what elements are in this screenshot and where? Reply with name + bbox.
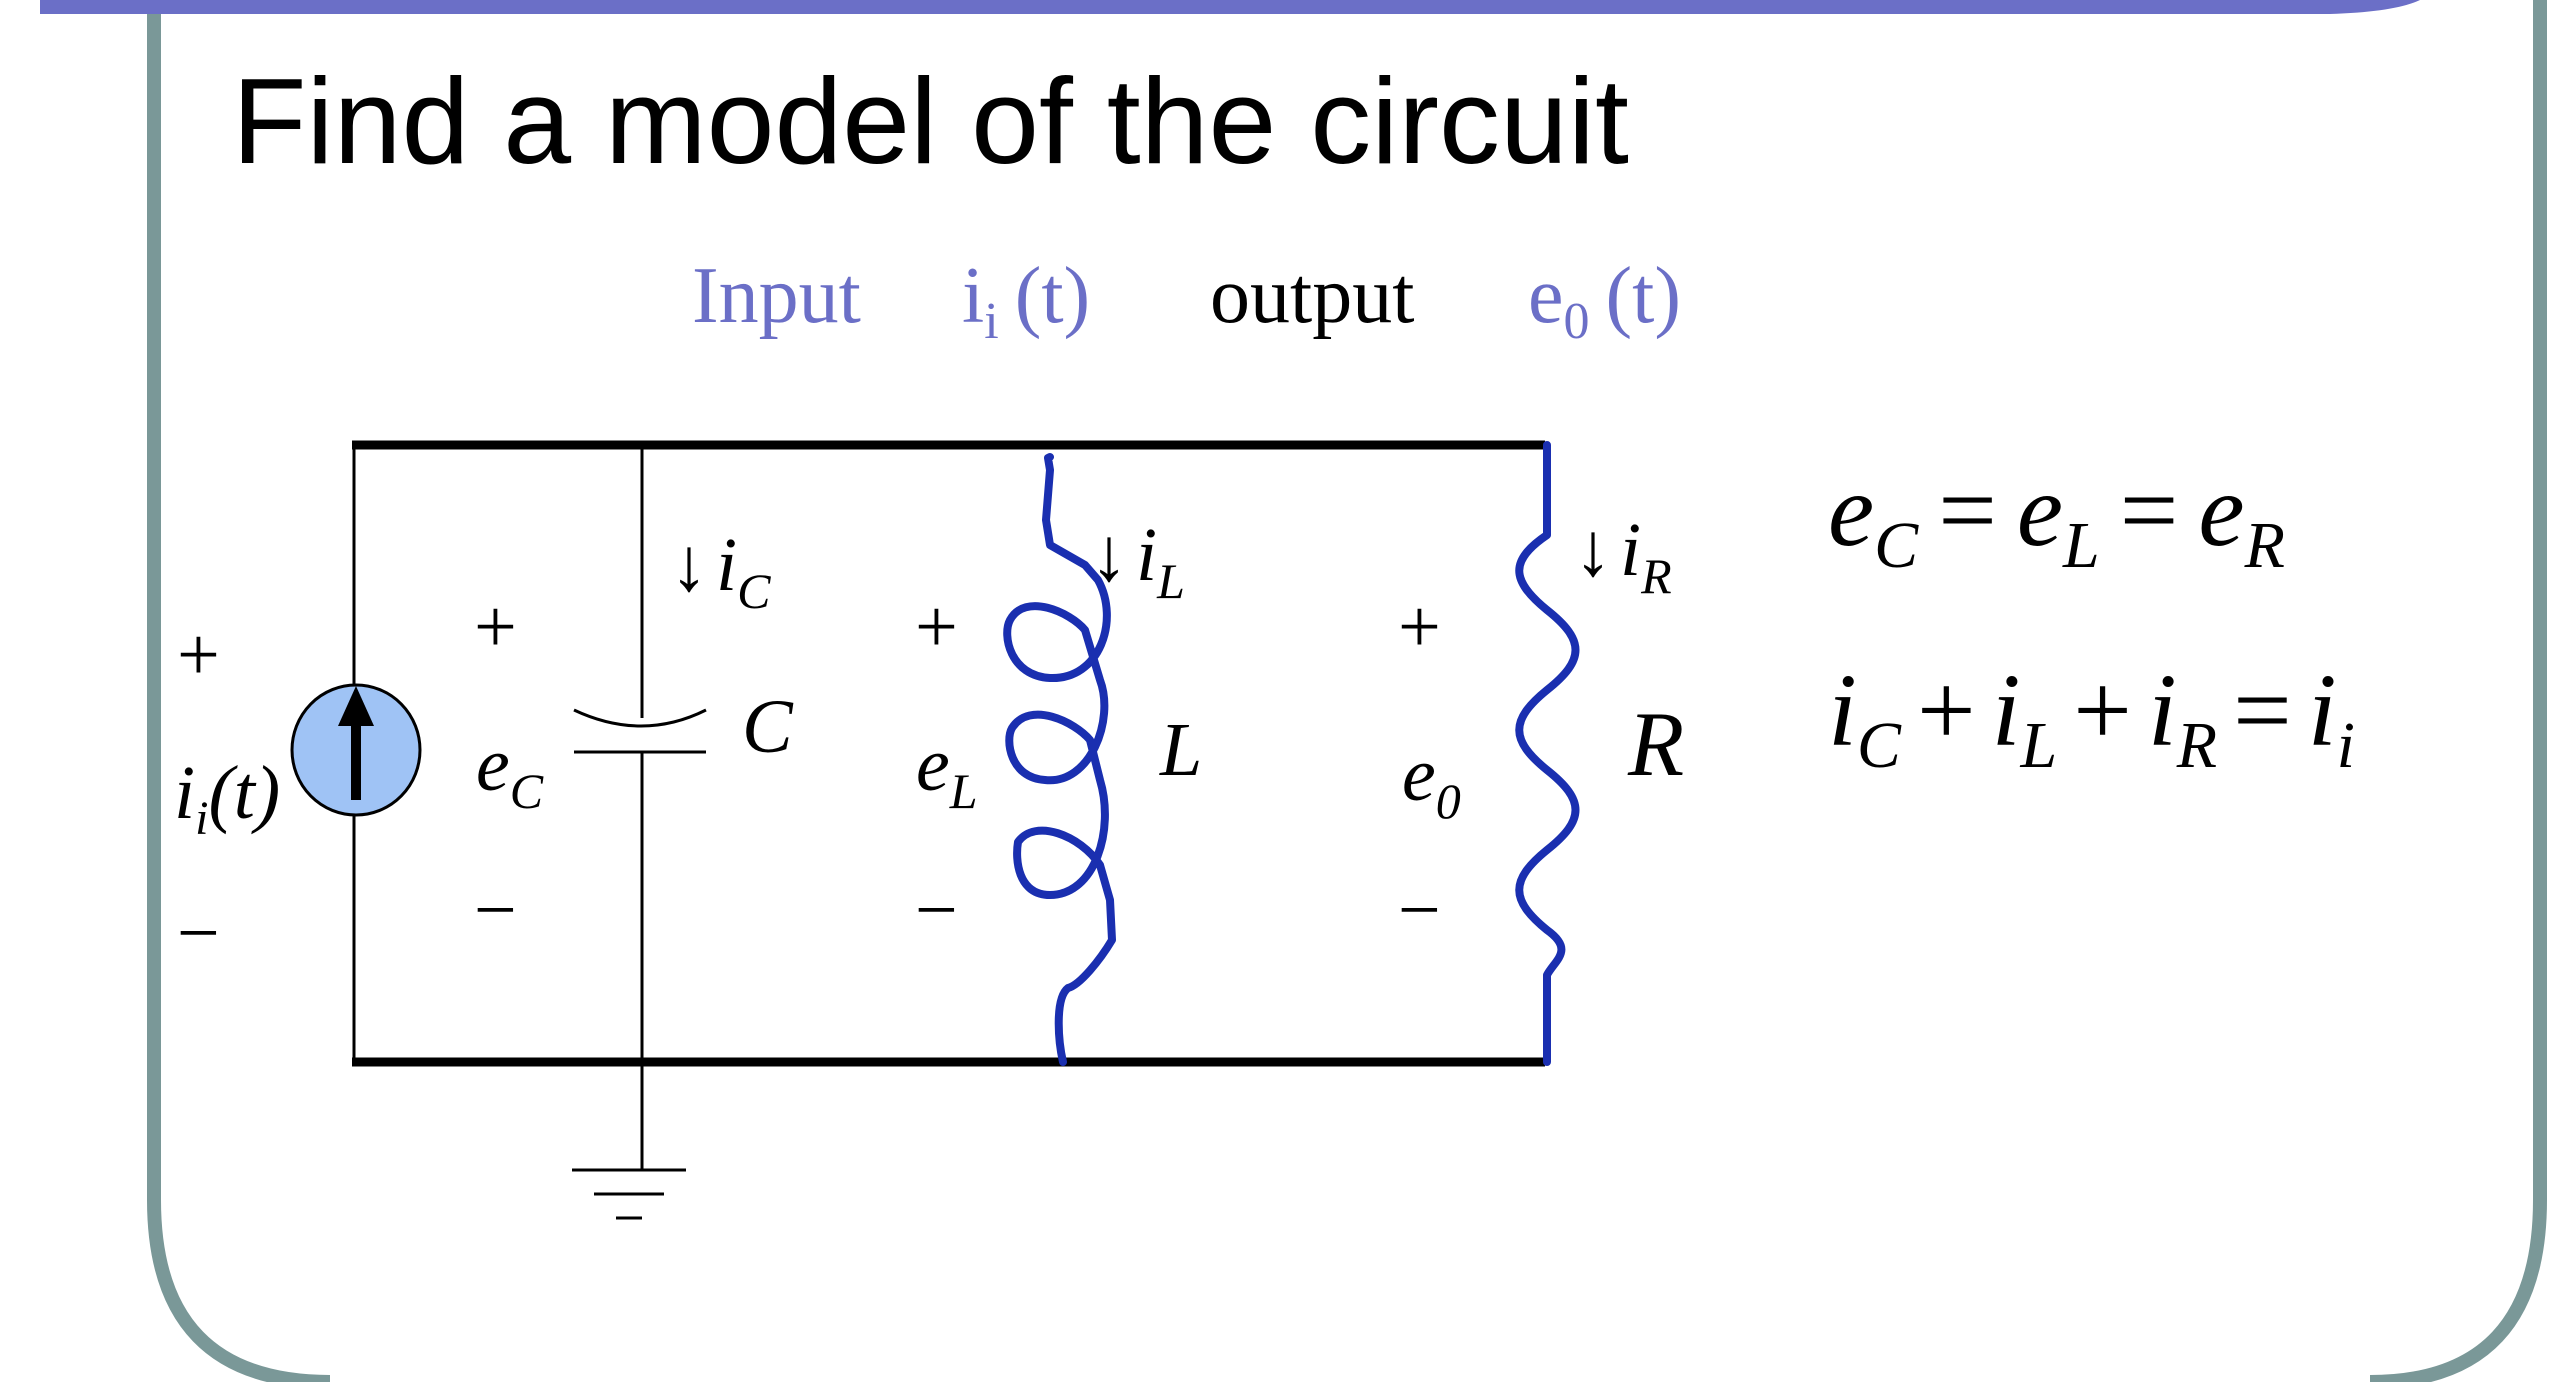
inductor-coil [1003, 453, 1116, 1066]
capacitor-voltage: eC [476, 723, 544, 819]
equation-voltage: eC=eL=eR [1828, 453, 2285, 582]
inductor-current: ↓iL [1090, 513, 1185, 609]
source-label: ii(t) [174, 751, 280, 845]
arrow-up-icon [338, 686, 374, 726]
source-minus: − [177, 891, 220, 975]
resistor-zigzag [1515, 441, 1580, 1066]
capacitor-current: ↓iC [670, 523, 771, 619]
resistor-current: ↓iR [1574, 508, 1672, 604]
output-signal: e0(t) [1528, 252, 1681, 350]
input-label: Input [692, 252, 861, 340]
inductor-name: L [1159, 708, 1202, 792]
inductor-plus: + [915, 585, 958, 669]
capacitor-plus: + [474, 585, 517, 669]
page-title: Find a model of the circuit [232, 53, 1629, 189]
input-signal: ii(t) [962, 252, 1090, 350]
inductor-voltage: eL [916, 723, 978, 819]
capacitor-symbol [573, 708, 707, 754]
resistor-name: R [1627, 693, 1684, 795]
resistor-voltage: e0 [1402, 733, 1461, 829]
output-label: output [1210, 252, 1414, 340]
inductor-minus: − [915, 868, 958, 952]
capacitor-minus: − [474, 868, 517, 952]
resistor-minus: − [1398, 868, 1441, 952]
current-source [290, 683, 422, 817]
banner-bar [40, 0, 2420, 14]
equation-current: iC+iL+iR=ii [1828, 653, 2355, 782]
capacitor-name: C [742, 685, 794, 769]
subtitle: Input ii(t) output e0(t) [692, 252, 1681, 350]
ground-icon [572, 1168, 686, 1220]
source-plus: + [177, 613, 220, 697]
resistor-plus: + [1398, 585, 1441, 669]
slide-frame [147, 0, 2547, 1382]
